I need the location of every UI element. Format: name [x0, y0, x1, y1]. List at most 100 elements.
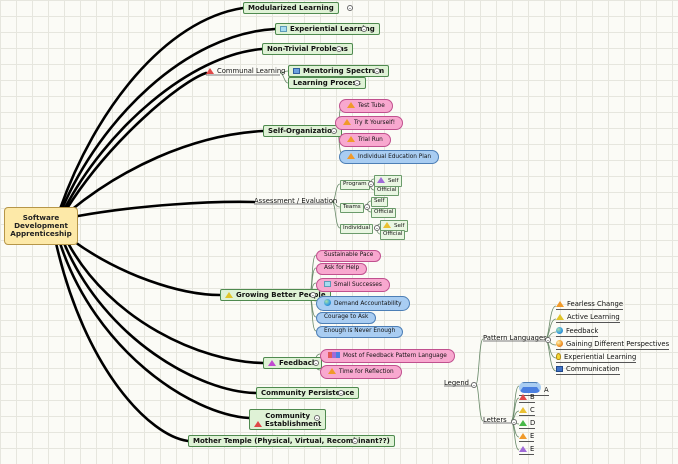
node-modularized-learning[interactable]: Modularized Learning	[243, 2, 339, 14]
mentoring-icon	[293, 67, 300, 74]
node-try-it-yourself[interactable]: Try It Yourself!	[335, 116, 404, 130]
node-label: Communication	[566, 365, 620, 373]
node-non-trivial-problems[interactable]: Non-Trivial Problems	[262, 43, 353, 55]
legend-gaining-perspectives[interactable]: Gaining Different Perspectives	[556, 340, 670, 350]
node-sustainable-pace[interactable]: Sustainable Pace	[316, 250, 382, 262]
node-label: Feedback	[566, 327, 599, 335]
collapse-toggle-icon[interactable]: -	[313, 360, 319, 367]
node-self-organization[interactable]: Self-Organization	[263, 125, 342, 137]
node-teams-official[interactable]: Official	[371, 208, 397, 218]
node-program[interactable]: Program	[340, 180, 370, 190]
collapse-toggle-icon[interactable]: -	[331, 128, 337, 135]
legend-letter-b[interactable]: B	[519, 394, 535, 403]
node-feedback[interactable]: Feedback	[263, 357, 322, 369]
collapse-toggle-icon[interactable]: -	[511, 419, 517, 426]
collapse-toggle-icon[interactable]: -	[347, 5, 353, 12]
node-label: Communal Learning	[217, 67, 286, 75]
connector-establishment	[58, 241, 251, 420]
connector-experiential	[60, 27, 277, 211]
node-label: Self	[388, 178, 399, 184]
collapse-toggle-icon[interactable]: -	[354, 80, 360, 87]
collapse-toggle-icon[interactable]: -	[310, 292, 316, 299]
node-trial-run[interactable]: Trial Run	[339, 133, 391, 147]
collapse-toggle-icon[interactable]: -	[368, 181, 374, 188]
legend-experiential-learning[interactable]: Experiential Learning	[556, 353, 637, 363]
letter-a-icon	[519, 382, 541, 393]
legend-feedback[interactable]: Feedback	[556, 327, 599, 337]
node-demand-accountability[interactable]: Demand Accountability	[316, 296, 410, 311]
node-label: Small Successes	[334, 282, 382, 288]
node-label: Assessment / Evaluation	[254, 197, 338, 205]
node-growing-better-people[interactable]: Growing Better People	[220, 289, 331, 301]
letter-e-icon	[519, 433, 527, 439]
demand-icon	[324, 299, 331, 306]
node-most-of-feedback[interactable]: Most of Feedback Pattern Language	[320, 349, 455, 363]
communal-icon	[206, 68, 214, 74]
legend-letter-a[interactable]: A	[519, 382, 549, 396]
node-community-establishment[interactable]: Community Establishment	[249, 409, 327, 431]
node-individual-official[interactable]: Official	[380, 230, 406, 240]
node-label: Feedback	[279, 358, 317, 367]
node-courage-to-ask[interactable]: Courage to Ask	[316, 312, 377, 324]
legend-letter-d[interactable]: D	[519, 420, 536, 429]
node-teams[interactable]: Teams	[340, 203, 364, 213]
collapse-toggle-icon[interactable]: -	[545, 337, 551, 344]
collapse-toggle-icon[interactable]: -	[364, 204, 370, 211]
node-individual[interactable]: Individual	[340, 224, 374, 234]
root-node[interactable]: Software Development Apprenticeship	[4, 207, 78, 245]
collapse-toggle-icon[interactable]: -	[314, 415, 320, 422]
trial-run-icon	[347, 136, 355, 142]
node-label-1: Community	[265, 411, 311, 420]
node-label: Sustainable Pace	[324, 252, 374, 258]
legend-letter-f[interactable]: E	[519, 446, 535, 455]
collapse-toggle-icon[interactable]: -	[374, 68, 380, 75]
node-teams-self[interactable]: Self	[371, 197, 388, 207]
growing-icon	[225, 291, 233, 298]
node-label: Demand Accountability	[334, 301, 402, 307]
node-mother-temple[interactable]: Mother Temple (Physical, Virtual, Recomb…	[188, 435, 395, 447]
node-enough-is-never-enough[interactable]: Enough is Never Enough	[316, 326, 404, 338]
node-label: Trial Run	[358, 137, 383, 143]
node-label: Official	[383, 231, 403, 237]
connector-growing	[70, 238, 222, 297]
legend-pattern-languages[interactable]: Pattern Languages	[483, 335, 547, 342]
root-line-2: Development	[14, 220, 68, 230]
legend-letter-c[interactable]: C	[519, 407, 535, 416]
collapse-toggle-icon[interactable]: -	[374, 225, 380, 232]
node-individual-education-plan[interactable]: Individual Education Plan	[339, 150, 440, 164]
legend-communication[interactable]: Communication	[556, 366, 620, 375]
node-learning-process[interactable]: Learning Process	[288, 77, 366, 89]
node-label: Mentoring Spectrum	[303, 66, 385, 75]
node-time-for-reflection[interactable]: Time for Reflection	[320, 365, 402, 379]
node-program-official[interactable]: Official	[374, 186, 400, 196]
legend-active-learning[interactable]: Active Learning	[556, 314, 620, 323]
legend-letters[interactable]: Letters	[483, 417, 507, 424]
node-label: Teams	[343, 204, 361, 210]
legend-title[interactable]: Legend	[444, 380, 469, 387]
self-icon	[377, 177, 385, 183]
node-experiential-learning[interactable]: Experiential Learning	[275, 23, 380, 35]
collapse-toggle-icon[interactable]: -	[336, 46, 342, 53]
node-label: Legend	[444, 379, 469, 387]
connector-self-org	[68, 129, 265, 213]
node-mentoring-spectrum[interactable]: Mentoring Spectrum	[288, 65, 390, 77]
connector-feedback	[66, 241, 265, 365]
collapse-toggle-icon[interactable]: -	[471, 382, 477, 389]
node-label: Enough is Never Enough	[324, 328, 396, 334]
node-assessment-evaluation[interactable]: Assessment / Evaluation	[254, 198, 337, 205]
node-small-successes[interactable]: Small Successes	[316, 278, 390, 292]
letter-f-icon	[519, 446, 527, 452]
node-program-self[interactable]: Self	[374, 175, 402, 187]
legend-letter-e[interactable]: E	[519, 433, 535, 442]
legend-fearless-change[interactable]: Fearless Change	[556, 301, 624, 310]
node-community-persistence[interactable]: Community Persistence	[256, 387, 360, 399]
collapse-toggle-icon[interactable]: -	[361, 26, 367, 33]
collapse-toggle-icon[interactable]: -	[352, 438, 358, 445]
node-ask-for-help[interactable]: Ask for Help	[316, 263, 368, 275]
node-test-tube[interactable]: Test Tube	[339, 99, 393, 113]
node-label: Test Tube	[358, 103, 385, 109]
node-communal-learning[interactable]: Communal Learning	[206, 68, 285, 75]
collapse-toggle-icon[interactable]: -	[338, 390, 344, 397]
